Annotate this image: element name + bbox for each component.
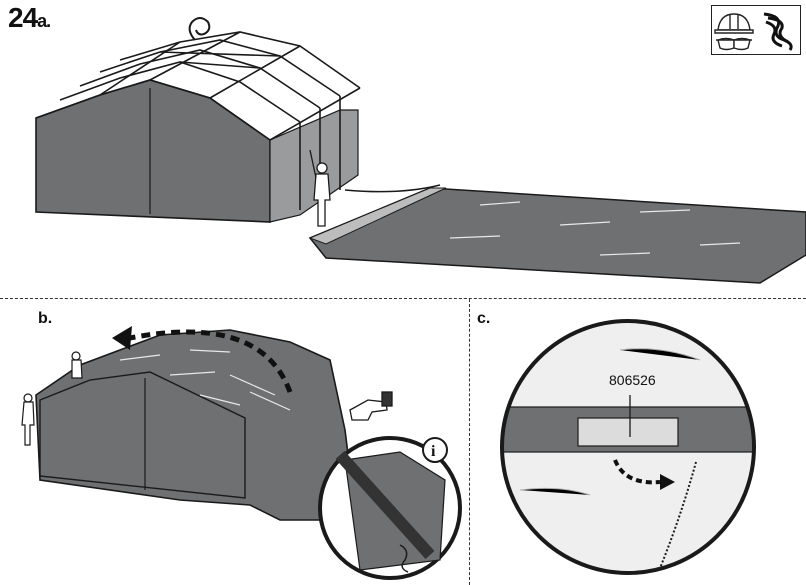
insert-direction-arrow (613, 459, 661, 485)
panel-divider-horizontal (0, 298, 806, 299)
part-number-label: 806526 (609, 372, 656, 388)
roof-frame (35, 31, 361, 210)
rope-icon (763, 12, 793, 51)
cover-flap (577, 417, 679, 447)
info-icon (422, 437, 448, 463)
step-title: 24a. (8, 2, 51, 34)
panel-a-illustration (35, 17, 806, 284)
panel-b-label: b. (38, 310, 53, 327)
panel-c-label: c. (477, 310, 491, 327)
step-sub-label: a. (37, 11, 51, 31)
warning-inset: i (318, 436, 462, 580)
worker-figure (309, 149, 331, 227)
svg-text:i: i (431, 443, 436, 460)
building-end-wall (35, 79, 271, 223)
panel-c-illustration (500, 319, 756, 575)
panel-divider-vertical (469, 299, 470, 585)
safety-glasses-icon (716, 37, 752, 51)
hard-hat-icon (714, 13, 754, 34)
fabric-edge-strip (308, 187, 447, 245)
zip-seam (655, 461, 697, 573)
ground-cover-fabric (308, 187, 806, 284)
panel-b-illustration: i (21, 326, 462, 580)
wind-swirl-icon (188, 17, 211, 41)
pull-direction-arrow (119, 329, 293, 393)
safety-equipment-box (711, 5, 801, 55)
step-number: 24 (8, 2, 38, 33)
worker-figure (21, 351, 83, 446)
pointing-hand-icon (349, 391, 393, 421)
building-end-wall (39, 371, 246, 499)
ppe-illustration (714, 12, 793, 51)
prohibited-slash (335, 450, 435, 560)
